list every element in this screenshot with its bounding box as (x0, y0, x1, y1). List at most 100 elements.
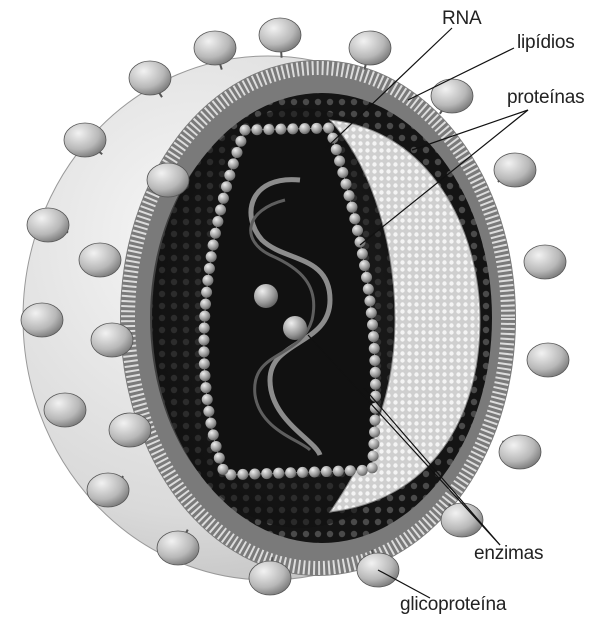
capsid-bead (368, 450, 379, 461)
capsid-bead (287, 123, 298, 134)
glycoprotein-knob (109, 413, 151, 447)
capsid-bead (210, 228, 221, 239)
glycoprotein-knob (431, 79, 473, 113)
capsid-bead (204, 263, 215, 274)
capsid-bead (198, 334, 209, 345)
capsid-bead (369, 343, 380, 354)
capsid-bead (357, 248, 368, 259)
capsid-bead (206, 251, 217, 262)
capsid-bead (199, 370, 210, 381)
capsid-bead (240, 125, 251, 136)
capsid-bead (370, 415, 381, 426)
glycoprotein-knob (21, 303, 63, 337)
capsid-bead (337, 167, 348, 178)
capsid-bead (309, 466, 320, 477)
label-glicoproteina: glicoproteína (400, 594, 506, 616)
glycoprotein-knob (129, 61, 171, 95)
capsid-bead (205, 418, 216, 429)
capsid-bead (333, 466, 344, 477)
glycoprotein-knob (27, 208, 69, 242)
capsid-bead (228, 158, 239, 169)
capsid-bead (311, 123, 322, 134)
capsid-bead (331, 144, 342, 155)
capsid-bead (363, 284, 374, 295)
capsid-bead (352, 225, 363, 236)
capsid-bead (367, 319, 378, 330)
glycoprotein-knob (249, 561, 291, 595)
label-lipidios: lipídios (517, 32, 575, 54)
glycoprotein-knob (259, 18, 301, 52)
capsid-bead (370, 367, 381, 378)
capsid-bead (215, 204, 226, 215)
glycoprotein-knob (499, 435, 541, 469)
capsid-bead (369, 355, 380, 366)
glycoprotein-knob (349, 31, 391, 65)
glycoprotein-knob (91, 323, 133, 357)
capsid-bead (208, 429, 219, 440)
glycoprotein-knob (494, 153, 536, 187)
capsid-bead (369, 427, 380, 438)
capsid-bead (208, 239, 219, 250)
capsid-bead (368, 331, 379, 342)
capsid-bead (214, 452, 225, 463)
capsid-bead (202, 394, 213, 405)
glycoprotein-knob (194, 31, 236, 65)
capsid-bead (203, 406, 214, 417)
capsid-bead (211, 441, 222, 452)
capsid-bead (202, 275, 213, 286)
capsid-bead (200, 382, 211, 393)
capsid-bead (347, 202, 358, 213)
capsid-bead (273, 468, 284, 479)
capsid-bead (364, 295, 375, 306)
glycoprotein-knob (64, 123, 106, 157)
glycoprotein-knob (524, 245, 566, 279)
capsid-bead (217, 464, 228, 475)
capsid-bead (359, 260, 370, 271)
capsid-bead (199, 346, 210, 357)
capsid-bead (345, 465, 356, 476)
capsid-bead (224, 170, 235, 181)
capsid-bead (357, 465, 368, 476)
capsid-bead (299, 123, 310, 134)
capsid-bead (251, 124, 262, 135)
label-proteinas: proteínas (507, 87, 584, 109)
capsid-bead (321, 466, 332, 477)
capsid-bead (349, 213, 360, 224)
capsid-bead (344, 190, 355, 201)
capsid-bead (261, 468, 272, 479)
capsid-bead (366, 307, 377, 318)
glycoprotein-knob (44, 393, 86, 427)
label-enzimas: enzimas (474, 543, 543, 565)
capsid-bead (218, 193, 229, 204)
capsid-bead (201, 287, 212, 298)
capsid-bead (200, 299, 211, 310)
enzyme-sphere-1 (254, 284, 278, 308)
label-rna: RNA (442, 8, 482, 30)
capsid-bead (199, 323, 210, 334)
capsid-bead (221, 181, 232, 192)
capsid-bead (323, 123, 334, 134)
glycoprotein-knob (79, 243, 121, 277)
capsid-bead (237, 469, 248, 480)
capsid-bead (263, 124, 274, 135)
capsid-bead (212, 216, 223, 227)
glycoprotein-knob (87, 473, 129, 507)
capsid-bead (199, 311, 210, 322)
capsid-bead (370, 379, 381, 390)
enzyme-sphere-2 (283, 316, 307, 340)
capsid-bead (235, 136, 246, 147)
capsid-bead (361, 272, 372, 283)
capsid-bead (199, 358, 210, 369)
capsid-bead (368, 439, 379, 450)
glycoprotein-knob (157, 531, 199, 565)
capsid-bead (232, 147, 243, 158)
glycoprotein-knob (147, 163, 189, 197)
capsid-bead (285, 467, 296, 478)
capsid-bead (367, 462, 378, 473)
glycoprotein-knob (527, 343, 569, 377)
capsid-bead (249, 468, 260, 479)
capsid-bead (297, 467, 308, 478)
capsid-bead (340, 179, 351, 190)
capsid-bead (275, 124, 286, 135)
capsid-bead (334, 156, 345, 167)
